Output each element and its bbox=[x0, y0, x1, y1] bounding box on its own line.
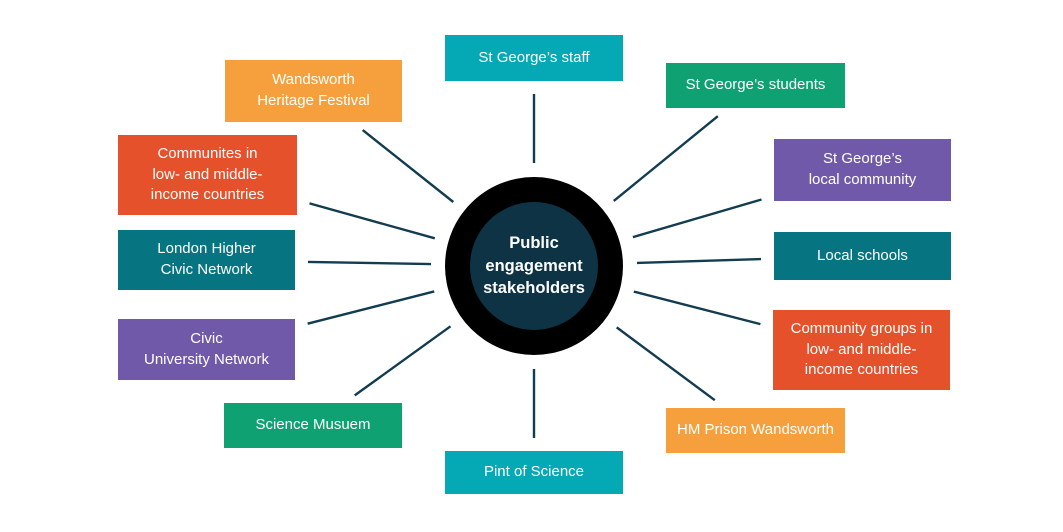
node-st-georges-students: St George’s students bbox=[666, 63, 845, 108]
connector-line bbox=[615, 326, 716, 402]
connector-line bbox=[353, 325, 452, 397]
node-hm-prison-wandsworth: HM Prison Wandsworth bbox=[666, 408, 845, 453]
node-label: Local schools bbox=[817, 246, 908, 264]
node-science-museum: Science Musuem bbox=[224, 403, 402, 448]
node-label: Civic University Network bbox=[143, 329, 270, 368]
node-label: Community groups in low- and middle- inc… bbox=[790, 319, 933, 379]
node-civic-university-network: Civic University Network bbox=[118, 319, 295, 380]
connector-line bbox=[633, 290, 761, 326]
hub-circle: Public engagement stakeholders bbox=[445, 177, 623, 355]
node-label: St George’s students bbox=[685, 76, 826, 94]
node-label: St George’s local community bbox=[808, 150, 917, 188]
hub-inner-circle: Public engagement stakeholders bbox=[470, 202, 598, 330]
node-label: HM Prison Wandsworth bbox=[677, 421, 834, 439]
hub-label: Public engagement stakeholders bbox=[483, 233, 585, 298]
node-community-groups-lmic: Community groups in low- and middle- inc… bbox=[773, 310, 950, 390]
connector-line bbox=[307, 290, 435, 325]
node-wandsworth-heritage-festival: Wandsworth Heritage Festival bbox=[225, 60, 402, 122]
node-st-georges-local-community: St George’s local community bbox=[774, 139, 951, 201]
connector-line bbox=[613, 115, 719, 202]
connector-line bbox=[309, 202, 436, 240]
node-label: Communites in low- and middle- income co… bbox=[150, 144, 265, 204]
node-st-georges-staff: St George’s staff bbox=[445, 35, 623, 81]
connector-line bbox=[307, 260, 432, 266]
connector-line bbox=[632, 198, 762, 239]
node-local-schools: Local schools bbox=[774, 232, 951, 280]
node-label: Science Musuem bbox=[255, 416, 371, 434]
node-label: Wandsworth Heritage Festival bbox=[257, 71, 370, 109]
node-london-higher-civic-network: London Higher Civic Network bbox=[118, 230, 295, 290]
node-label: Pint of Science bbox=[483, 463, 585, 481]
node-communites-lmic: Communites in low- and middle- income co… bbox=[118, 135, 297, 215]
node-label: London Higher Civic Network bbox=[157, 240, 256, 278]
connector-line bbox=[636, 257, 762, 265]
node-label: St George’s staff bbox=[478, 48, 590, 66]
connector-line bbox=[361, 129, 455, 203]
node-pint-of-science: Pint of Science bbox=[445, 451, 623, 494]
